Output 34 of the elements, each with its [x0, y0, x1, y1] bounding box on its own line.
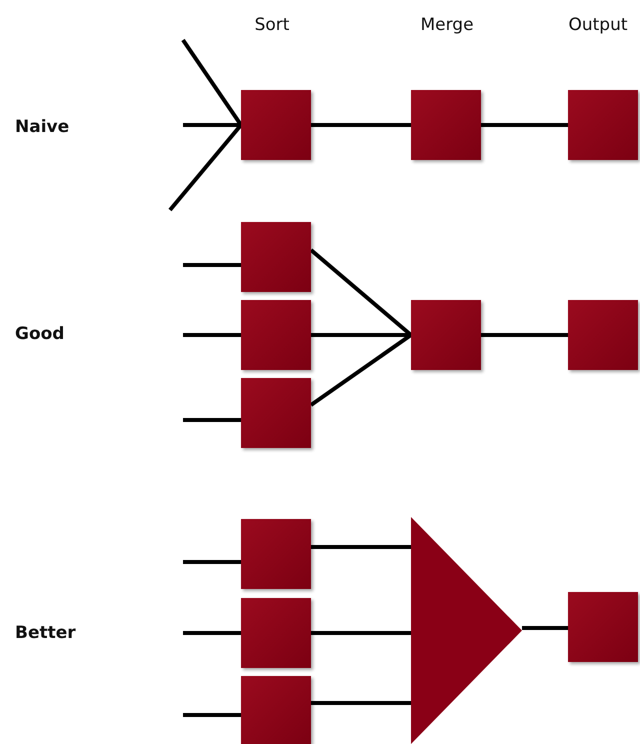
- connector-line: [183, 631, 241, 635]
- connector-line: [522, 626, 568, 630]
- connector-line: [481, 123, 568, 127]
- process-box: [241, 598, 311, 668]
- process-box: [241, 90, 311, 160]
- process-box: [241, 676, 311, 744]
- connector-line: [183, 123, 241, 127]
- merge-triangle: [411, 517, 522, 744]
- row-label: Naive: [15, 117, 70, 137]
- connector-line: [311, 123, 411, 127]
- process-box: [241, 300, 311, 370]
- connector-line: [183, 418, 241, 422]
- connector-line: [183, 560, 241, 564]
- connector-line: [311, 701, 411, 705]
- process-box: [241, 378, 311, 448]
- column-heading: Output: [568, 15, 628, 35]
- row-label: Better: [15, 623, 76, 643]
- connector-line: [311, 333, 411, 337]
- connector-line: [183, 713, 241, 717]
- connector-line: [481, 333, 568, 337]
- connector-line: [311, 631, 411, 635]
- process-box: [241, 222, 311, 292]
- connector-line: [183, 333, 241, 337]
- process-box: [568, 90, 638, 160]
- row-label: Good: [15, 324, 64, 344]
- process-box: [241, 519, 311, 589]
- connector-line: [311, 545, 411, 549]
- process-box: [411, 300, 481, 370]
- column-heading: Merge: [420, 15, 474, 35]
- process-box: [568, 592, 638, 662]
- process-box: [411, 90, 481, 160]
- connector-line: [183, 263, 241, 267]
- process-box: [568, 300, 638, 370]
- column-heading: Sort: [254, 15, 290, 35]
